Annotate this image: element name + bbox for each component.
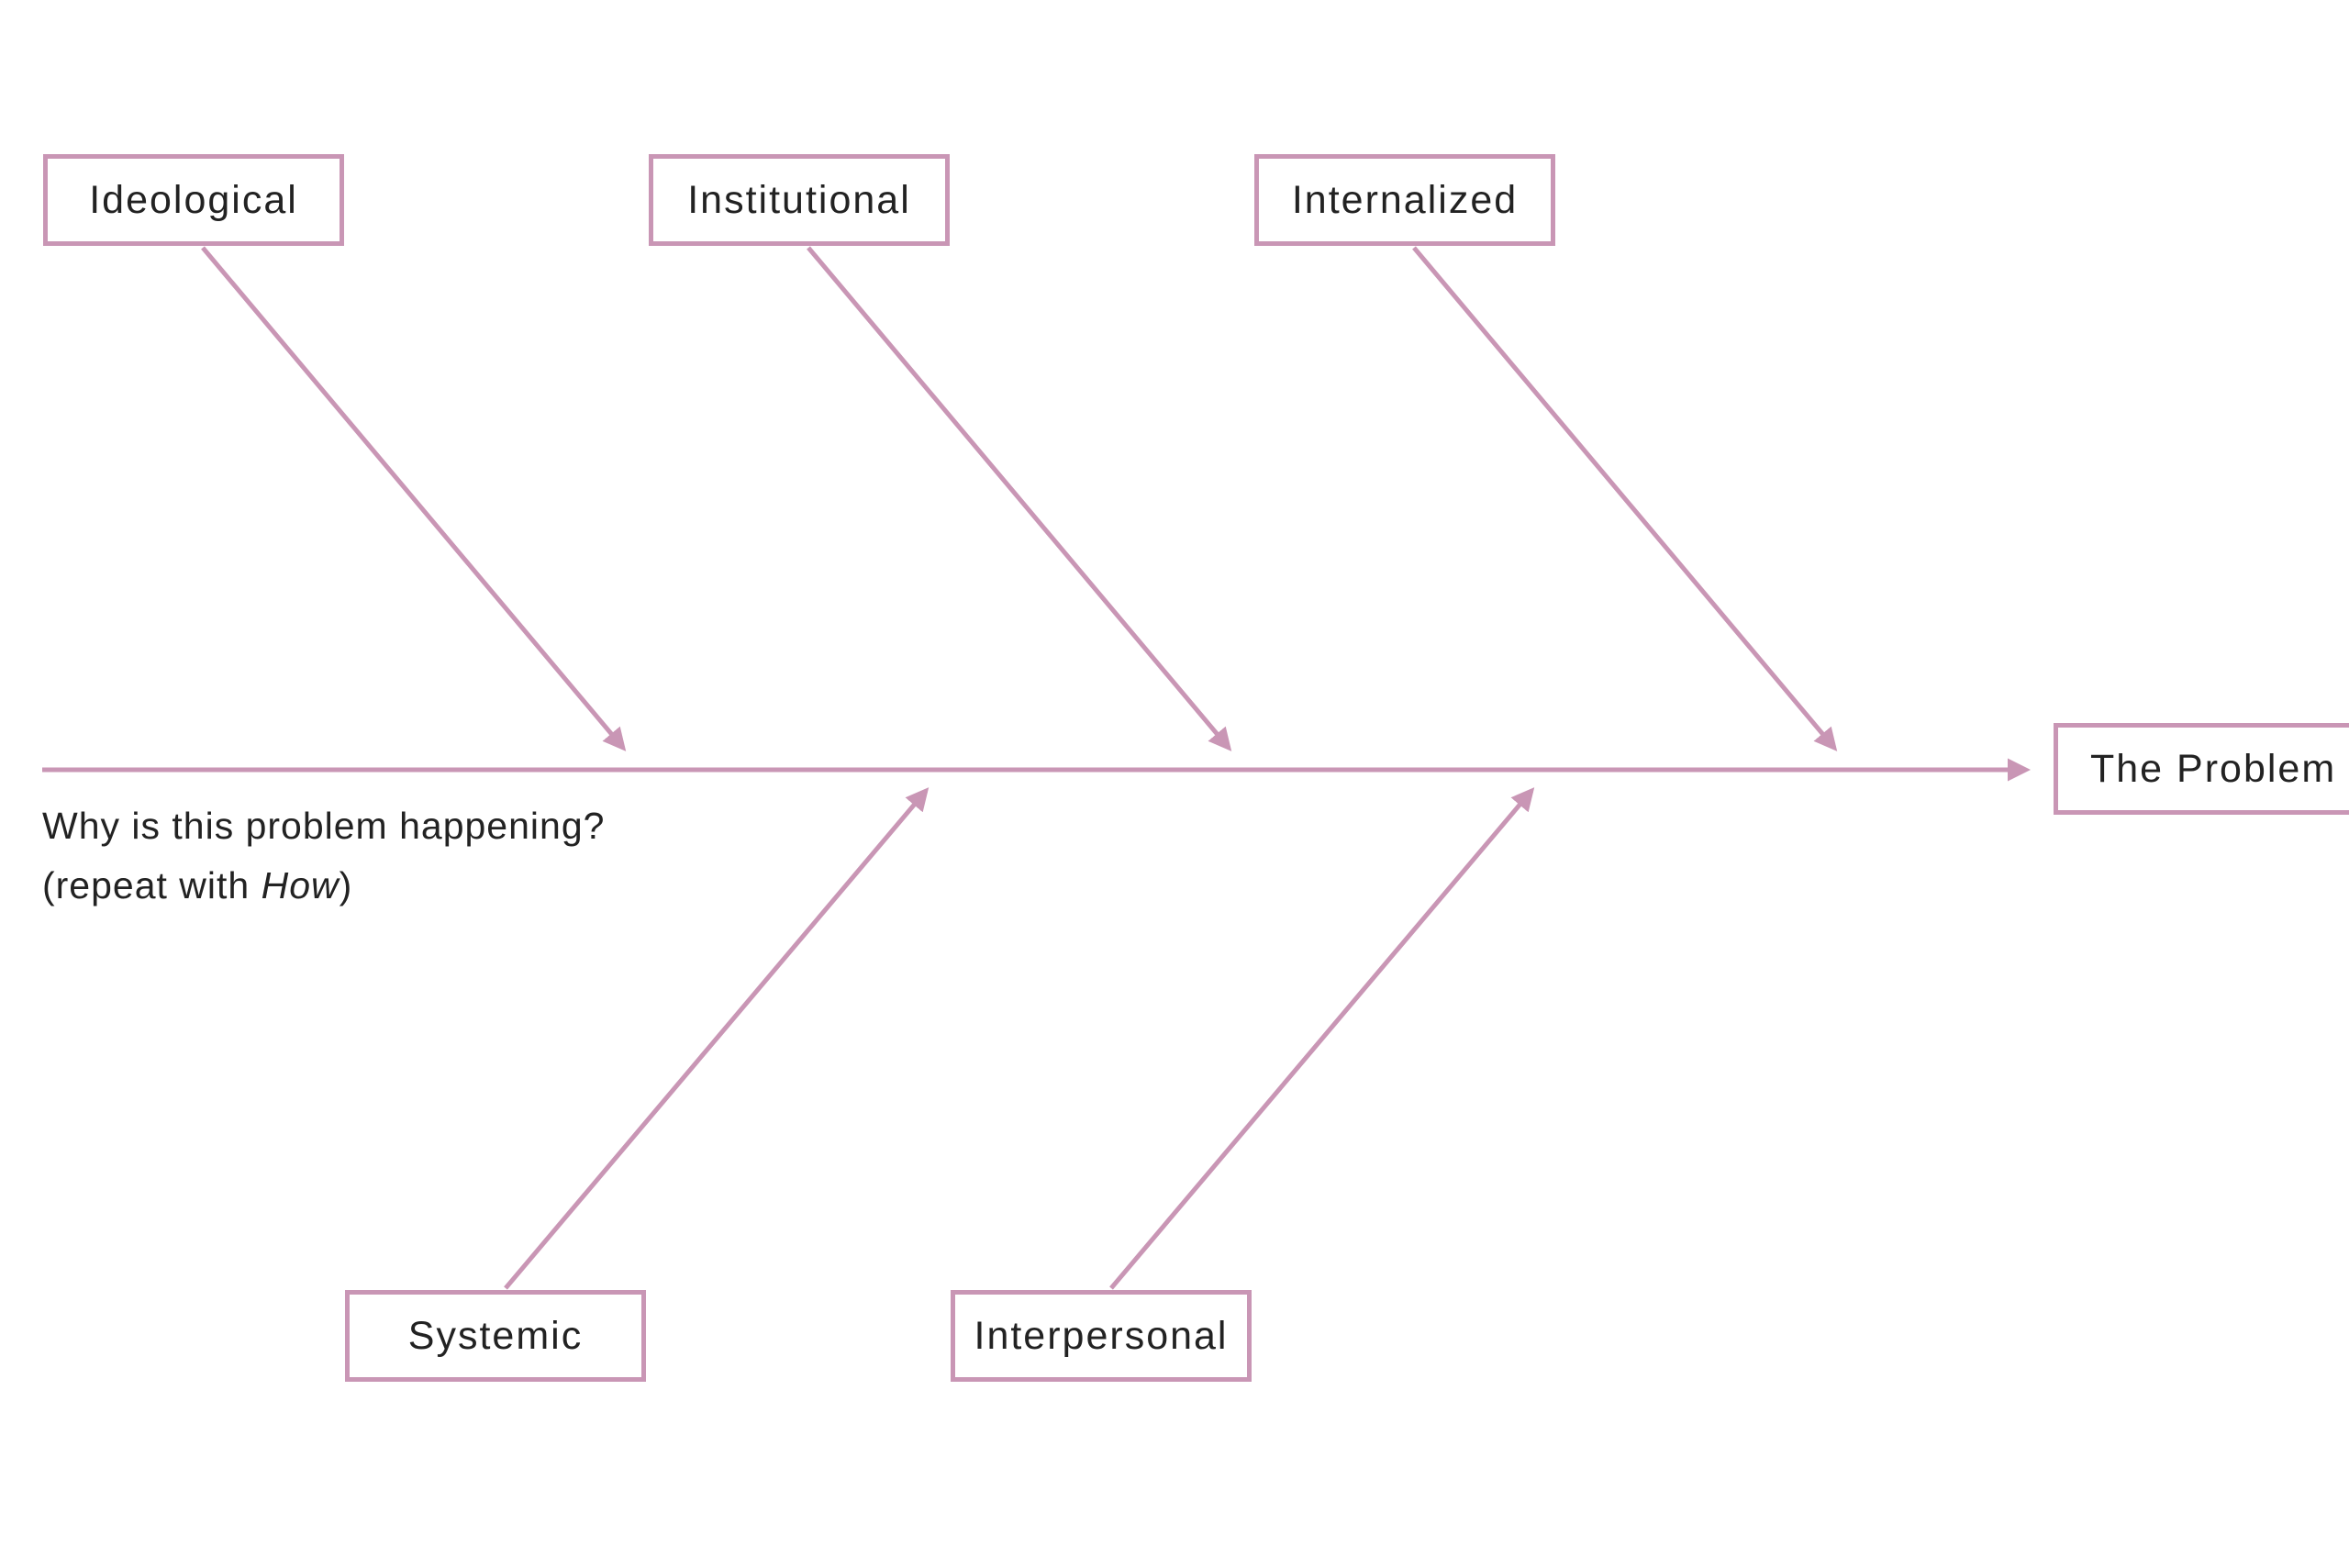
cause-box-interpersonal: Interpersonal	[951, 1290, 1252, 1382]
problem-box: The Problem	[2054, 723, 2349, 815]
cause-label: Institutional	[687, 177, 911, 222]
question-line: Why is this problem happening?	[42, 805, 606, 847]
spine-question: Why is this problem happening? (repeat w…	[42, 796, 605, 916]
cause-label: Internalized	[1291, 177, 1519, 222]
repeat-emphasis: How	[261, 864, 340, 906]
bone-internalized	[1412, 246, 1838, 751]
cause-box-systemic: Systemic	[345, 1290, 646, 1382]
cause-label: Ideological	[89, 177, 298, 222]
bone-interpersonal	[1109, 787, 1535, 1290]
cause-label: Interpersonal	[974, 1313, 1229, 1358]
bone-ideological	[201, 246, 627, 751]
repeat-suffix: )	[339, 864, 353, 906]
cause-box-institutional: Institutional	[649, 154, 950, 246]
problem-label: The Problem	[2090, 746, 2337, 791]
repeat-prefix: (repeat with	[42, 864, 262, 906]
cause-label: Systemic	[407, 1313, 584, 1358]
bone-institutional	[807, 246, 1232, 751]
bone-systemic	[504, 787, 930, 1290]
cause-box-internalized: Internalized	[1254, 154, 1555, 246]
repeat-note: (repeat with How)	[42, 856, 605, 916]
cause-box-ideological: Ideological	[43, 154, 344, 246]
